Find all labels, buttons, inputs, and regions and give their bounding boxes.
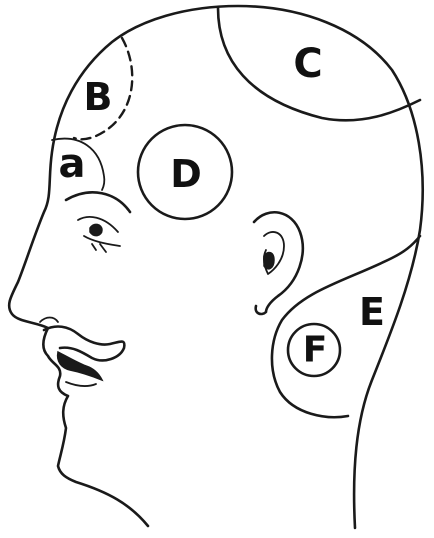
lips-shadow (58, 352, 102, 380)
label-b: B (84, 75, 113, 119)
eye-lashes (92, 244, 106, 252)
eye-lower-lid (84, 236, 120, 246)
lower-lip (66, 382, 96, 386)
nostril (40, 318, 58, 323)
label-a: a (59, 141, 86, 187)
mustache (44, 327, 124, 361)
label-e: E (359, 290, 385, 334)
label-d: D (170, 152, 202, 196)
eye-pupil (90, 224, 102, 235)
brow-line (66, 192, 130, 212)
head-outline (9, 6, 423, 528)
label-c: C (293, 41, 322, 87)
ear-canal (264, 253, 274, 269)
label-f: F (303, 330, 328, 371)
zone-e-boundary (272, 236, 420, 417)
